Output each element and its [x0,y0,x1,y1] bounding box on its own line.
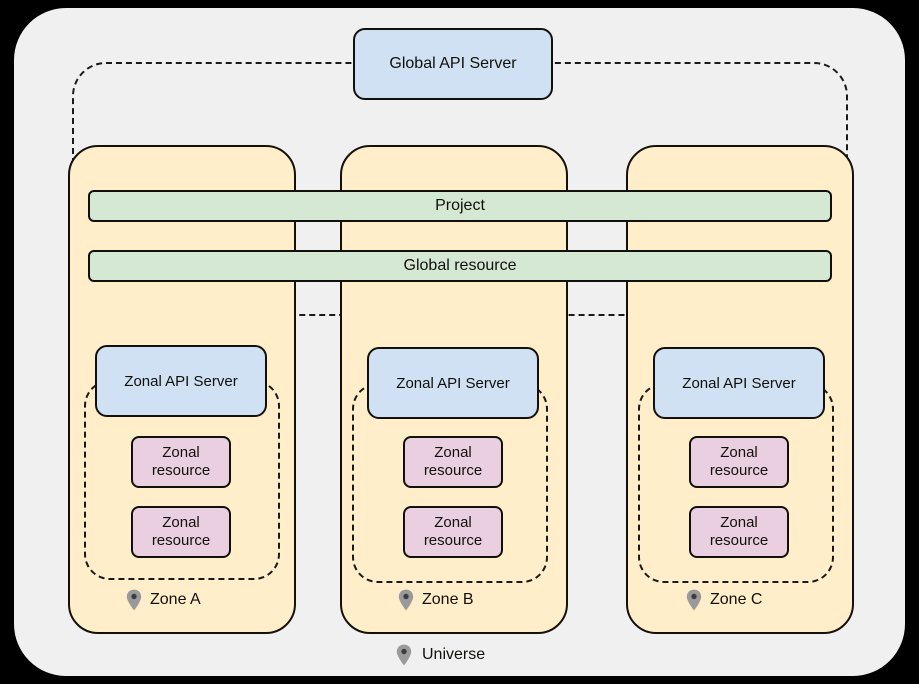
global-bar-global-resource[interactable]: Global resource [88,250,832,282]
global-bar-project[interactable]: Project [88,190,832,222]
universe-label-text: Universe [422,646,486,663]
zonal-api-server-b-label: Zonal API Server [396,374,510,392]
zonal-api-server-c[interactable]: Zonal API Server [653,347,825,419]
zonal-api-server-a[interactable]: Zonal API Server [95,345,267,417]
zonal-resource-a-1-line2: resource [151,462,211,479]
global-bar-global-resource-label: Global resource [403,257,517,274]
global-api-server-label: Global API Server [389,55,517,72]
zonal-resource-a-2[interactable]: Zonal resource [131,506,231,558]
zone-label-c: Zone C [686,589,762,611]
map-pin-icon [126,589,142,611]
map-pin-icon [396,644,412,666]
zonal-resource-c-2-line2: resource [709,532,769,549]
zone-label-a: Zone A [126,589,201,611]
zonal-resource-c-1-line1: Zonal [720,444,758,461]
map-pin-icon [398,589,414,611]
zonal-resource-a-2-line1: Zonal [162,514,200,531]
zonal-api-server-c-label: Zonal API Server [682,374,796,392]
zonal-resource-b-1-line2: resource [423,462,483,479]
zonal-resource-b-1[interactable]: Zonal resource [403,436,503,488]
map-pin-icon [686,589,702,611]
zonal-resource-b-2-line2: resource [423,532,483,549]
zonal-resource-a-1[interactable]: Zonal resource [131,436,231,488]
zone-label-b-text: Zone B [422,591,474,608]
zonal-resource-b-1-line1: Zonal [434,444,472,461]
zonal-resource-c-2[interactable]: Zonal resource [689,506,789,558]
universe-label: Universe [396,644,485,666]
zonal-api-server-b[interactable]: Zonal API Server [367,347,539,419]
global-api-server-node[interactable]: Global API Server [353,28,553,100]
zonal-resource-a-1-line1: Zonal [162,444,200,461]
zone-label-b: Zone B [398,589,474,611]
zonal-resource-b-2-line1: Zonal [434,514,472,531]
zonal-resource-a-2-line2: resource [151,532,211,549]
zone-label-c-text: Zone C [710,591,763,608]
zonal-resource-b-2[interactable]: Zonal resource [403,506,503,558]
zonal-resource-c-2-line1: Zonal [720,514,758,531]
zonal-api-server-a-label: Zonal API Server [124,372,238,390]
zone-label-a-text: Zone A [150,591,201,608]
global-bar-project-label: Project [435,197,485,214]
zonal-resource-c-1-line2: resource [709,462,769,479]
zonal-resource-c-1[interactable]: Zonal resource [689,436,789,488]
